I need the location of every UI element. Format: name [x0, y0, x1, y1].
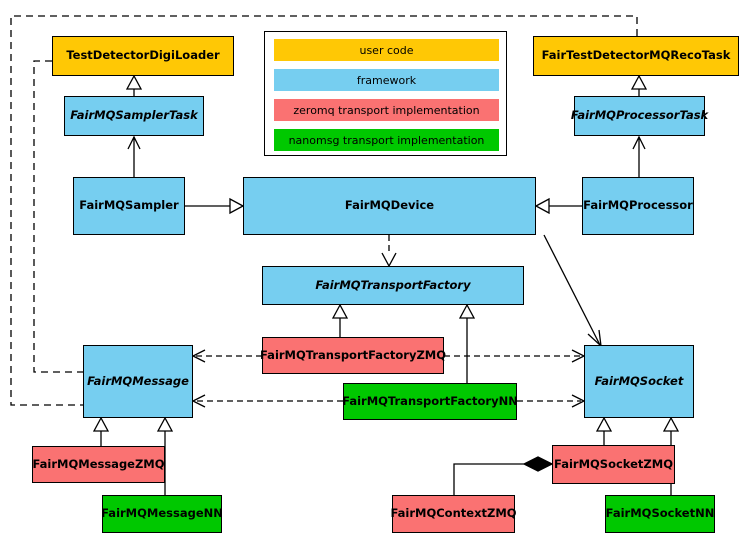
- class-label: FairMQDevice: [344, 198, 435, 213]
- class-node-fairmqtransportfactory[interactable]: FairMQTransportFactory: [262, 266, 524, 305]
- class-label: FairMQTransportFactory: [315, 277, 471, 292]
- legend-label-framework: framework: [356, 73, 417, 87]
- class-label: FairMQSocketNN: [605, 506, 715, 521]
- edge-messagenn-to-message: [156, 416, 174, 495]
- class-node-fairmqtransportfactoryzmq[interactable]: FairMQTransportFactoryZMQ: [260, 337, 447, 374]
- edge-processor-to-processortask: [632, 135, 646, 177]
- class-node-fairmqsocketnn[interactable]: FairMQSocketNN: [605, 495, 715, 533]
- class-label: FairMQProcessor: [583, 198, 693, 213]
- class-node-fairmqtransportfactorynn[interactable]: FairMQTransportFactoryNN: [342, 383, 518, 420]
- legend-item-zeromq: zeromq transport implementation: [274, 99, 499, 121]
- class-node-fairmqsocketzmq[interactable]: FairMQSocketZMQ: [552, 445, 675, 484]
- edge-tfnn-to-socket: [517, 394, 586, 408]
- class-node-fairmqprocessortask[interactable]: FairMQProcessorTask: [570, 96, 709, 136]
- class-label: FairMQTransportFactoryZMQ: [260, 347, 447, 362]
- class-node-fairmqsampler[interactable]: FairMQSampler: [73, 177, 185, 235]
- edge-tfnn-to-message: [191, 394, 343, 408]
- class-node-fairmqmessagenn[interactable]: FairMQMessageNN: [101, 495, 223, 533]
- class-label: FairMQMessageNN: [101, 506, 223, 521]
- class-node-fairmqmessagezmq[interactable]: FairMQMessageZMQ: [32, 446, 165, 483]
- class-label: FairMQMessageZMQ: [32, 456, 165, 471]
- class-label: FairMQSocket: [594, 373, 684, 388]
- class-label: FairMQProcessorTask: [570, 108, 709, 123]
- legend-label-zeromq: zeromq transport implementation: [293, 103, 480, 117]
- class-node-fairmqmessage[interactable]: FairMQMessage: [83, 345, 193, 418]
- legend-label-user-code: user code: [359, 43, 414, 57]
- class-node-fairmqsamplertask[interactable]: FairMQSamplerTask: [64, 96, 204, 136]
- edge-sampler-to-device: [185, 197, 245, 215]
- class-label: FairMQSamplerTask: [70, 108, 198, 123]
- edge-samplertask-to-digiloader: [125, 74, 143, 96]
- edge-sampler-to-samplertask: [127, 135, 141, 177]
- class-node-fairtestdetectormqrecotask[interactable]: FairTestDetectorMQRecoTask: [533, 36, 739, 76]
- class-node-fairmqdevice[interactable]: FairMQDevice: [243, 177, 536, 235]
- legend-item-user-code: user code: [274, 39, 499, 61]
- edge-tfzmq-to-transportfactory: [331, 303, 349, 337]
- class-node-testdetectordigiloader[interactable]: TestDetectorDigiLoader: [52, 36, 234, 76]
- edge-device-to-transportfactory: [381, 235, 397, 268]
- edge-messagezmq-to-message: [92, 416, 110, 446]
- class-label: FairMQSampler: [79, 198, 179, 213]
- edge-tfzmq-to-socket: [444, 349, 586, 363]
- class-node-fairmqcontextzmq[interactable]: FairMQContextZMQ: [390, 495, 517, 533]
- edge-socketzmq-to-socket: [595, 416, 613, 445]
- class-label: FairMQSocketZMQ: [554, 456, 673, 471]
- edge-processor-to-device: [534, 197, 582, 215]
- legend-item-framework: framework: [274, 69, 499, 91]
- edge-tfzmq-to-message: [191, 349, 262, 363]
- legend-item-nanomsg: nanomsg transport implementation: [274, 129, 499, 151]
- edge-tfnn-to-transportfactory: [458, 303, 476, 383]
- class-node-fairmqsocket[interactable]: FairMQSocket: [584, 345, 694, 418]
- legend-box: user code framework zeromq transport imp…: [264, 31, 507, 156]
- class-label: FairMQTransportFactoryNN: [342, 393, 518, 408]
- class-label: TestDetectorDigiLoader: [66, 48, 220, 63]
- class-label: FairTestDetectorMQRecoTask: [541, 48, 731, 63]
- legend-label-nanomsg: nanomsg transport implementation: [288, 133, 485, 147]
- edge-processortask-to-recotask: [630, 74, 648, 96]
- edge-socketzmq-to-contextzmq: [453, 456, 554, 495]
- edge-device-to-socket: [543, 234, 602, 348]
- class-label: FairMQMessage: [87, 373, 189, 388]
- class-label: FairMQContextZMQ: [390, 506, 517, 521]
- class-node-fairmqprocessor[interactable]: FairMQProcessor: [582, 177, 694, 235]
